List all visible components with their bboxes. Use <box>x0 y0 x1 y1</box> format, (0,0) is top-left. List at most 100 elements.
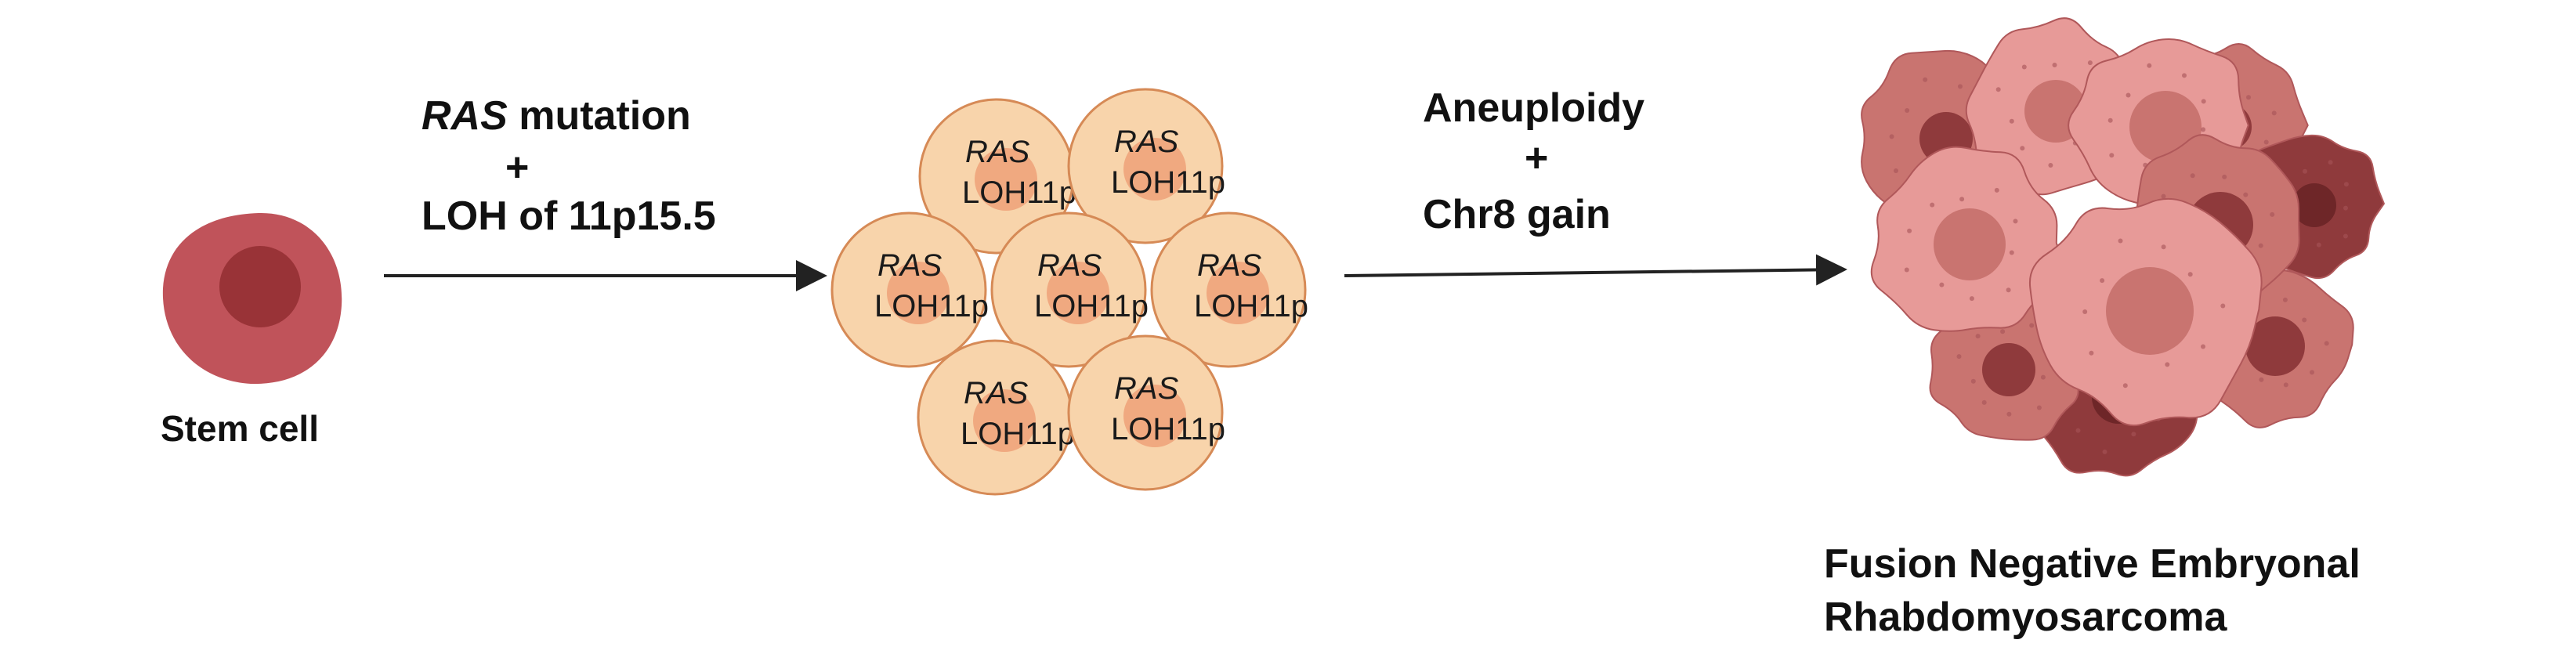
clone-cell-loh: LOH11p <box>1194 289 1308 323</box>
clone-cell-loh: LOH11p <box>1034 289 1149 323</box>
tumor-speckle <box>2102 449 2107 454</box>
tumor-cell-nucleus <box>2245 316 2305 376</box>
tumor-speckle <box>2310 370 2314 375</box>
tumor-speckle <box>2161 244 2166 250</box>
tumor-speckle <box>1889 134 1894 139</box>
step2-line2: Chr8 gain <box>1423 192 1611 237</box>
tumor-speckle <box>2316 242 2321 248</box>
tumor-speckle <box>1970 378 1976 384</box>
tumor-speckle <box>2165 362 2170 367</box>
clone-cell-loh: LOH11p <box>874 289 989 323</box>
tumor-speckle <box>2271 110 2277 116</box>
clone-cell-gene: RAS <box>877 248 942 283</box>
tumor-speckle <box>2109 153 2115 158</box>
tumor-mass <box>1861 17 2386 477</box>
clone-cell-nucleus <box>1123 138 1186 201</box>
clone-cell-nucleus <box>1047 262 1109 324</box>
stem-cell <box>162 212 342 385</box>
clone-cell: RAS LOH11p <box>1150 211 1308 368</box>
clone-cell-gene: RAS <box>1114 125 1179 159</box>
tumor-speckle <box>2009 250 2014 255</box>
tumor-speckle <box>2118 238 2123 244</box>
tumor-cell <box>2028 197 2263 427</box>
tumor-speckle <box>2270 211 2275 217</box>
tumor-speckle <box>1995 87 2001 92</box>
tumor-speckle <box>2040 374 2046 380</box>
step1-line1: RAS mutation <box>421 92 691 139</box>
tumor-speckle <box>2131 432 2136 437</box>
tumor-speckle <box>2009 118 2014 124</box>
tumor-speckle <box>2036 405 2042 410</box>
clone-cluster: RASLOH11pRASLOH11pRASLOH11pRASLOH11pRASL… <box>830 88 1308 496</box>
tumor-speckle <box>2282 297 2288 302</box>
clone-cell-nucleus <box>973 389 1036 452</box>
tumor-speckle <box>2246 95 2251 100</box>
step1-gene: RAS <box>421 93 508 139</box>
tumor-speckle <box>2259 377 2264 382</box>
clone-cell-loh: LOH11p <box>961 417 1075 451</box>
tumor-speckle <box>2263 139 2269 145</box>
tumor-speckle <box>2283 382 2288 388</box>
tumor-speckle <box>2303 168 2307 174</box>
tumor-speckle <box>2243 192 2249 197</box>
clone-cell-nucleus <box>1123 385 1186 447</box>
step2-plus: + <box>1525 136 1549 181</box>
tumor-speckle <box>1894 168 1898 173</box>
clone-cell-nucleus <box>887 262 950 324</box>
tumor-label-line1: Fusion Negative Embryonal <box>1824 541 2361 587</box>
tumor-speckle <box>2201 127 2206 132</box>
tumor-speckle <box>2147 63 2152 68</box>
clone-cell: RAS LOH11p <box>1067 88 1225 244</box>
tumor-speckle <box>2190 173 2195 179</box>
tumor-speckle <box>2201 99 2206 104</box>
tumor-speckle <box>2029 323 2035 328</box>
step1-gene-suffix: mutation <box>507 93 691 139</box>
tumor-speckle <box>1939 282 1945 287</box>
tumor-speckle <box>2343 182 2349 187</box>
tumor-speckle <box>1904 267 1909 273</box>
tumor-speckle <box>2000 329 2006 334</box>
tumor-speckle <box>2328 160 2333 165</box>
tumor-speckle <box>1981 399 1987 405</box>
clone-cell-gene: RAS <box>965 135 1030 169</box>
tumor-cell-nucleus <box>1982 343 2035 396</box>
tumor-cell-nucleus <box>2292 183 2336 227</box>
tumor-speckle <box>2187 272 2193 277</box>
tumor-speckle <box>2082 309 2088 314</box>
tumor-speckle <box>2343 233 2348 239</box>
clone-cell-gene: RAS <box>1197 248 1262 283</box>
tumor-speckle <box>2087 60 2093 66</box>
tumor-speckle <box>2100 278 2105 284</box>
tumor-speckle <box>2222 174 2227 179</box>
tumor-speckle <box>2343 205 2348 211</box>
tumor-speckle <box>1969 296 1974 302</box>
tumor-speckle <box>2006 411 2012 417</box>
tumor-speckle <box>2006 287 2011 293</box>
tumor-speckle <box>1930 202 1935 208</box>
step1-line2: LOH of 11p15.5 <box>421 193 716 239</box>
clone-cell-loh: LOH11p <box>1111 165 1225 200</box>
tumor-speckle <box>1923 77 1928 82</box>
tumor-speckle <box>1994 187 1999 193</box>
clone-cell-gene: RAS <box>1037 248 1102 283</box>
clone-cell-gene: RAS <box>964 376 1029 410</box>
tumor-cell-nucleus <box>1934 208 2006 280</box>
tumor-speckle <box>2048 163 2053 168</box>
step2-line1: Aneuploidy <box>1423 85 1645 131</box>
clone-cell-nucleus <box>1207 262 1269 324</box>
tumor-speckle <box>1959 197 1965 202</box>
tumor-speckle <box>1905 108 1910 113</box>
tumor-speckle <box>1975 334 1981 339</box>
tumor-speckle <box>2052 63 2057 67</box>
tumor-speckle <box>2107 117 2113 123</box>
tumor-speckle <box>2220 303 2226 309</box>
tumor-speckle <box>2013 219 2018 224</box>
tumor-speckle <box>2161 193 2166 199</box>
clone-cell-nucleus <box>975 148 1037 211</box>
arrow-clone-to-tumor <box>1344 254 1847 286</box>
stem-cell-label: Stem cell <box>161 408 319 449</box>
